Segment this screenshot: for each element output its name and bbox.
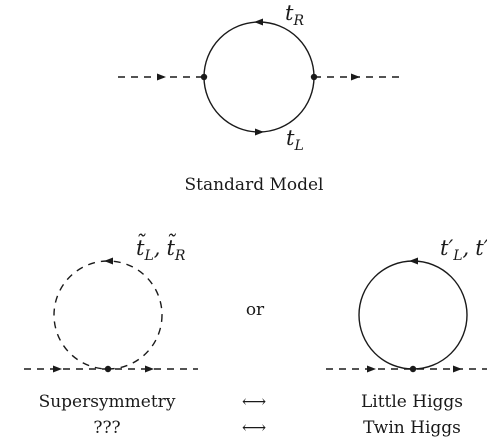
twin-top-loop: [358, 260, 468, 370]
twin-incoming-arrow-icon: [367, 365, 376, 373]
twin-outgoing-arrow-icon: [453, 365, 462, 373]
twin-top-diagram: t′L,t′: [326, 236, 487, 373]
susy-particle-label: t̃L,t̃R: [136, 233, 186, 264]
sm-incoming-arrow-icon: [157, 73, 166, 81]
twin-loop-top-arrow-icon: [409, 257, 418, 265]
sm-caption: Standard Model: [184, 175, 323, 195]
sm-loop-top-arrow-icon: [254, 18, 263, 26]
double-arrow-icon: ⟷: [242, 392, 266, 412]
correspondence-row-2: ??? ⟷ Twin Higgs: [93, 418, 461, 438]
sm-bottom-particle-label: tL: [286, 126, 304, 154]
supersymmetry-diagram: t̃L,t̃R: [24, 233, 198, 373]
little-higgs-label: Little Higgs: [361, 392, 463, 412]
correspondence-row-1: Supersymmetry ⟷ Little Higgs: [39, 392, 463, 412]
standard-model-diagram: tR tL Standard Model: [118, 1, 400, 195]
susy-loop-top-arrow-icon: [104, 257, 113, 265]
twin-particle-label: t′L,t′: [440, 236, 487, 264]
or-label: or: [246, 300, 265, 320]
susy-incoming-arrow-icon: [53, 365, 62, 373]
susy-outgoing-arrow-icon: [145, 365, 154, 373]
sm-left-vertex: [200, 73, 208, 81]
double-arrow-icon: ⟷: [242, 418, 266, 438]
unknown-label: ???: [93, 418, 120, 438]
twin-higgs-label: Twin Higgs: [363, 418, 461, 438]
sm-outgoing-arrow-icon: [351, 73, 360, 81]
sm-top-quark-loop: [203, 21, 315, 133]
sm-right-vertex: [310, 73, 318, 81]
sm-top-particle-label: tR: [285, 1, 304, 29]
susy-vertex: [104, 365, 112, 373]
susy-stop-loop: [53, 260, 163, 370]
twin-vertex: [409, 365, 417, 373]
sm-loop-bottom-arrow-icon: [255, 128, 264, 136]
supersymmetry-label: Supersymmetry: [39, 392, 176, 412]
